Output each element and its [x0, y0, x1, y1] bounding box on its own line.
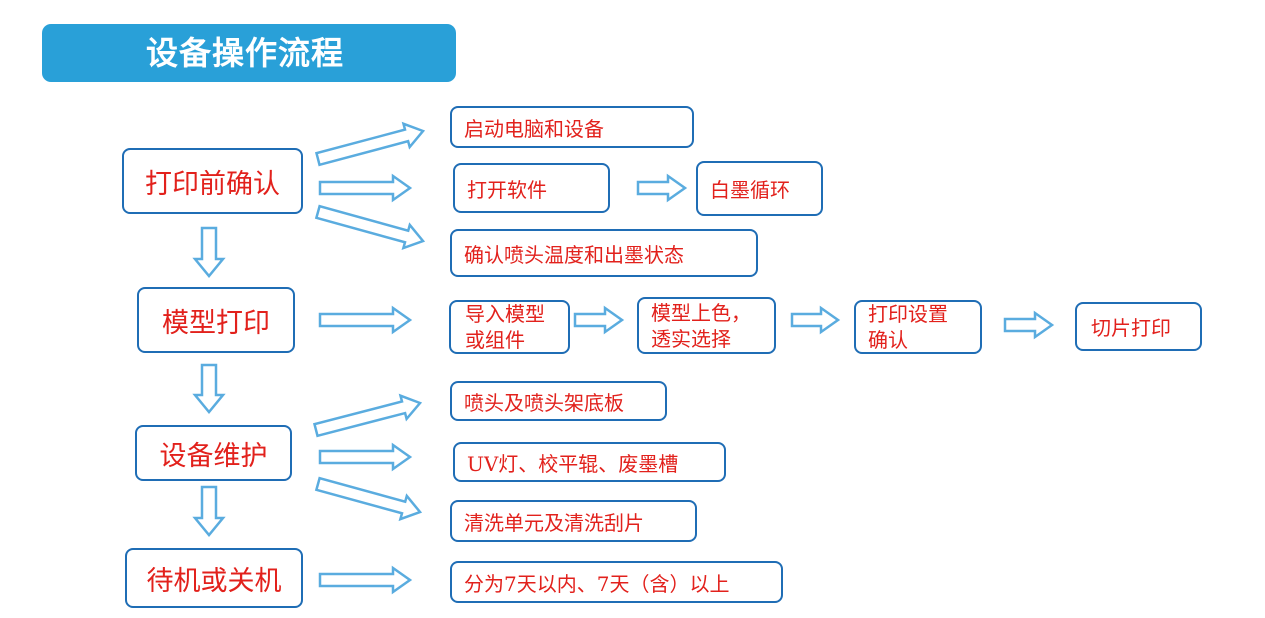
arrow-print-to-import-model: [318, 305, 413, 335]
step-nozzle-carriage-plate: 喷头及喷头架底板: [450, 381, 667, 421]
arrow-maintenance-to-nozzle: [312, 393, 423, 438]
step-import-model-line1: 导入模型: [465, 302, 545, 326]
arrow-down-maintenance-to-standby: [192, 485, 226, 537]
step-standby-duration: 分为7天以内、7天（含）以上: [450, 561, 783, 603]
step-cleaning-unit: 清洗单元及清洗刮片: [450, 500, 697, 542]
step-check-nozzle-status: 确认喷头温度和出墨状态: [450, 229, 758, 277]
step-open-software: 打开软件: [453, 163, 610, 213]
step-print-settings-line2: 确认: [868, 328, 908, 352]
step-import-model-line2: 或组件: [465, 328, 525, 352]
arrow-pre-to-check-nozzle: [314, 204, 426, 250]
stage-maintenance: 设备维护: [135, 425, 292, 481]
arrow-maintenance-to-uv: [318, 442, 413, 472]
step-model-coloring: 模型上色， 透实选择: [637, 297, 776, 354]
arrow-pre-to-open-software: [318, 173, 413, 203]
arrow-down-print-to-maintenance: [192, 363, 226, 414]
arrow-settings-to-slice: [1003, 310, 1055, 340]
arrow-software-to-white-ink: [636, 173, 688, 203]
title-banner: 设备操作流程: [42, 24, 456, 82]
arrow-down-pre-to-print: [192, 226, 226, 278]
stage-standby-shutdown: 待机或关机: [125, 548, 303, 608]
step-start-device: 启动电脑和设备: [450, 106, 694, 148]
page-title: 设备操作流程: [146, 34, 345, 72]
step-uv-lamp-roller-tank: UV灯、校平辊、废墨槽: [453, 442, 726, 482]
arrow-standby-to-duration: [318, 565, 413, 595]
arrow-coloring-to-settings: [790, 305, 841, 335]
arrow-import-to-coloring: [573, 305, 625, 335]
step-import-model: 导入模型 或组件: [449, 300, 570, 354]
stage-pre-print-check: 打印前确认: [122, 148, 303, 214]
step-print-settings-line1: 打印设置: [868, 302, 948, 326]
step-white-ink-cycle: 白墨循环: [696, 161, 823, 216]
step-model-coloring-line1: 模型上色，: [651, 300, 751, 325]
step-slice-print: 切片打印: [1075, 302, 1202, 351]
step-print-settings: 打印设置 确认: [854, 300, 982, 354]
arrow-pre-to-start-device: [314, 121, 426, 167]
arrow-maintenance-to-cleaning: [314, 476, 423, 522]
stage-model-print: 模型打印: [137, 287, 295, 353]
step-model-coloring-line2: 透实选择: [651, 326, 731, 351]
